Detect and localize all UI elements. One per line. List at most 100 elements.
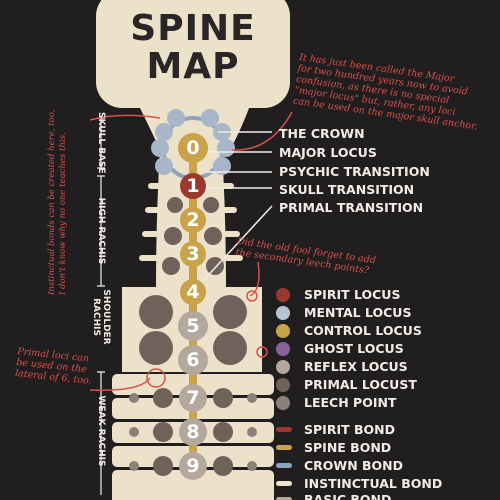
annotation-loop <box>246 290 258 302</box>
annotation-arrow <box>249 261 260 297</box>
legend-swatch <box>276 378 290 392</box>
legend-swatch <box>276 497 292 500</box>
annotation-arrow <box>231 111 293 151</box>
locus-1 <box>180 173 206 199</box>
page-title-line1: SPINE <box>130 8 256 49</box>
legend-label: SPINE BOND <box>304 440 392 455</box>
legend-label: INSTINCTUAL BOND <box>304 476 443 491</box>
locus-0 <box>178 133 208 163</box>
legend-swatch <box>276 306 290 320</box>
annotation-loop <box>146 368 166 388</box>
legend-label: LEECH POINT <box>304 395 397 410</box>
leech-point <box>247 461 257 471</box>
crown-node <box>217 139 235 157</box>
segment-number: 8 <box>186 421 200 443</box>
primal-locus <box>213 388 233 408</box>
vertebra <box>112 470 274 500</box>
primal-locus <box>167 197 183 213</box>
primal-locus <box>164 227 182 245</box>
crown-node <box>151 139 169 157</box>
legend-label: SPIRIT BOND <box>304 422 395 437</box>
annotation-line: I don't know why no one teaches this. <box>58 132 68 295</box>
region-skull-base: SKULL BASE <box>96 112 106 174</box>
locus-3 <box>180 241 206 267</box>
legend-swatch <box>276 463 292 468</box>
locus-8 <box>179 418 207 446</box>
segment-number: 1 <box>186 175 200 197</box>
primal-locus <box>213 456 233 476</box>
label-skull-transition: SKULL TRANSITION <box>279 182 415 197</box>
segment-number: 2 <box>186 209 200 231</box>
segment-number: 3 <box>186 243 200 265</box>
leech-point <box>247 393 257 403</box>
legend-label: CONTROL LOCUS <box>304 323 422 338</box>
legend-swatch <box>276 427 292 432</box>
legend-label: SPIRIT LOCUS <box>304 287 401 302</box>
primal-locus <box>139 295 173 329</box>
legend-swatch <box>276 342 290 356</box>
region-bracket <box>97 175 105 287</box>
legend-swatch <box>276 324 290 338</box>
legend-label: CROWN BOND <box>304 458 404 473</box>
legend-label: GHOST LOCUS <box>304 341 404 356</box>
legend-label: BASIC BOND <box>304 492 392 500</box>
locus-2 <box>180 207 206 233</box>
locus-6 <box>178 345 208 375</box>
segment-number: 4 <box>186 281 200 303</box>
crown-node <box>155 157 173 175</box>
primal-locus <box>203 197 219 213</box>
region-bracket <box>97 371 105 495</box>
locus-4 <box>180 279 206 305</box>
legend-swatch <box>276 396 290 410</box>
region-rachis: RACHIS <box>91 298 101 336</box>
annotation-line: Instinctual bonds can be created here, t… <box>47 109 57 295</box>
primal-locus <box>213 295 247 329</box>
segment-number: 6 <box>186 349 200 371</box>
leader-line <box>201 205 273 283</box>
leech-point <box>129 393 139 403</box>
legend-swatch <box>276 288 290 302</box>
primal-locus <box>213 331 247 365</box>
primal-locus <box>153 456 173 476</box>
annotation-loop <box>256 346 268 358</box>
segment-number: 0 <box>186 137 200 159</box>
primal-locus <box>213 422 233 442</box>
legend-label: MENTAL LOCUS <box>304 305 412 320</box>
locus-5 <box>178 311 208 341</box>
skull-shape <box>96 0 290 108</box>
label-primal-transition: PRIMAL TRANSITION <box>279 200 424 215</box>
label-psychic-transition: PSYCHIC TRANSITION <box>279 164 430 179</box>
leech-point <box>129 461 139 471</box>
primal-locus <box>153 388 173 408</box>
crown-node <box>167 109 185 127</box>
crown-node <box>201 109 219 127</box>
locus-7 <box>179 384 207 412</box>
label-major-locus: MAJOR LOCUS <box>279 145 377 160</box>
region-high-rachis: HIGH RACHIS <box>96 197 106 265</box>
annotation-arrow <box>89 114 161 121</box>
crown-node <box>155 123 173 141</box>
region-weak-rachis: WEAK RACHIS <box>96 395 106 467</box>
crown-node <box>213 157 231 175</box>
primal-locus <box>204 227 222 245</box>
primal-locus <box>139 331 173 365</box>
leech-point <box>129 427 139 437</box>
legend-swatch <box>276 481 292 486</box>
page-title-line2: MAP <box>146 46 240 87</box>
segment-number: 5 <box>186 315 200 337</box>
primal-locus <box>162 257 180 275</box>
label-the-crown: THE CROWN <box>279 126 365 141</box>
leech-point <box>247 427 257 437</box>
primal-locus <box>206 257 224 275</box>
legend-label: PRIMAL LOCUST <box>304 377 417 392</box>
legend-swatch <box>276 360 290 374</box>
legend-swatch <box>276 445 292 450</box>
segment-number: 7 <box>186 387 200 409</box>
primal-locus <box>153 422 173 442</box>
segment-number: 9 <box>186 455 200 477</box>
locus-9 <box>179 452 207 480</box>
annotation-instinct-note: Instinctual bonds can be created here, t… <box>47 75 69 295</box>
region-shoulder: SHOULDER <box>101 289 111 345</box>
